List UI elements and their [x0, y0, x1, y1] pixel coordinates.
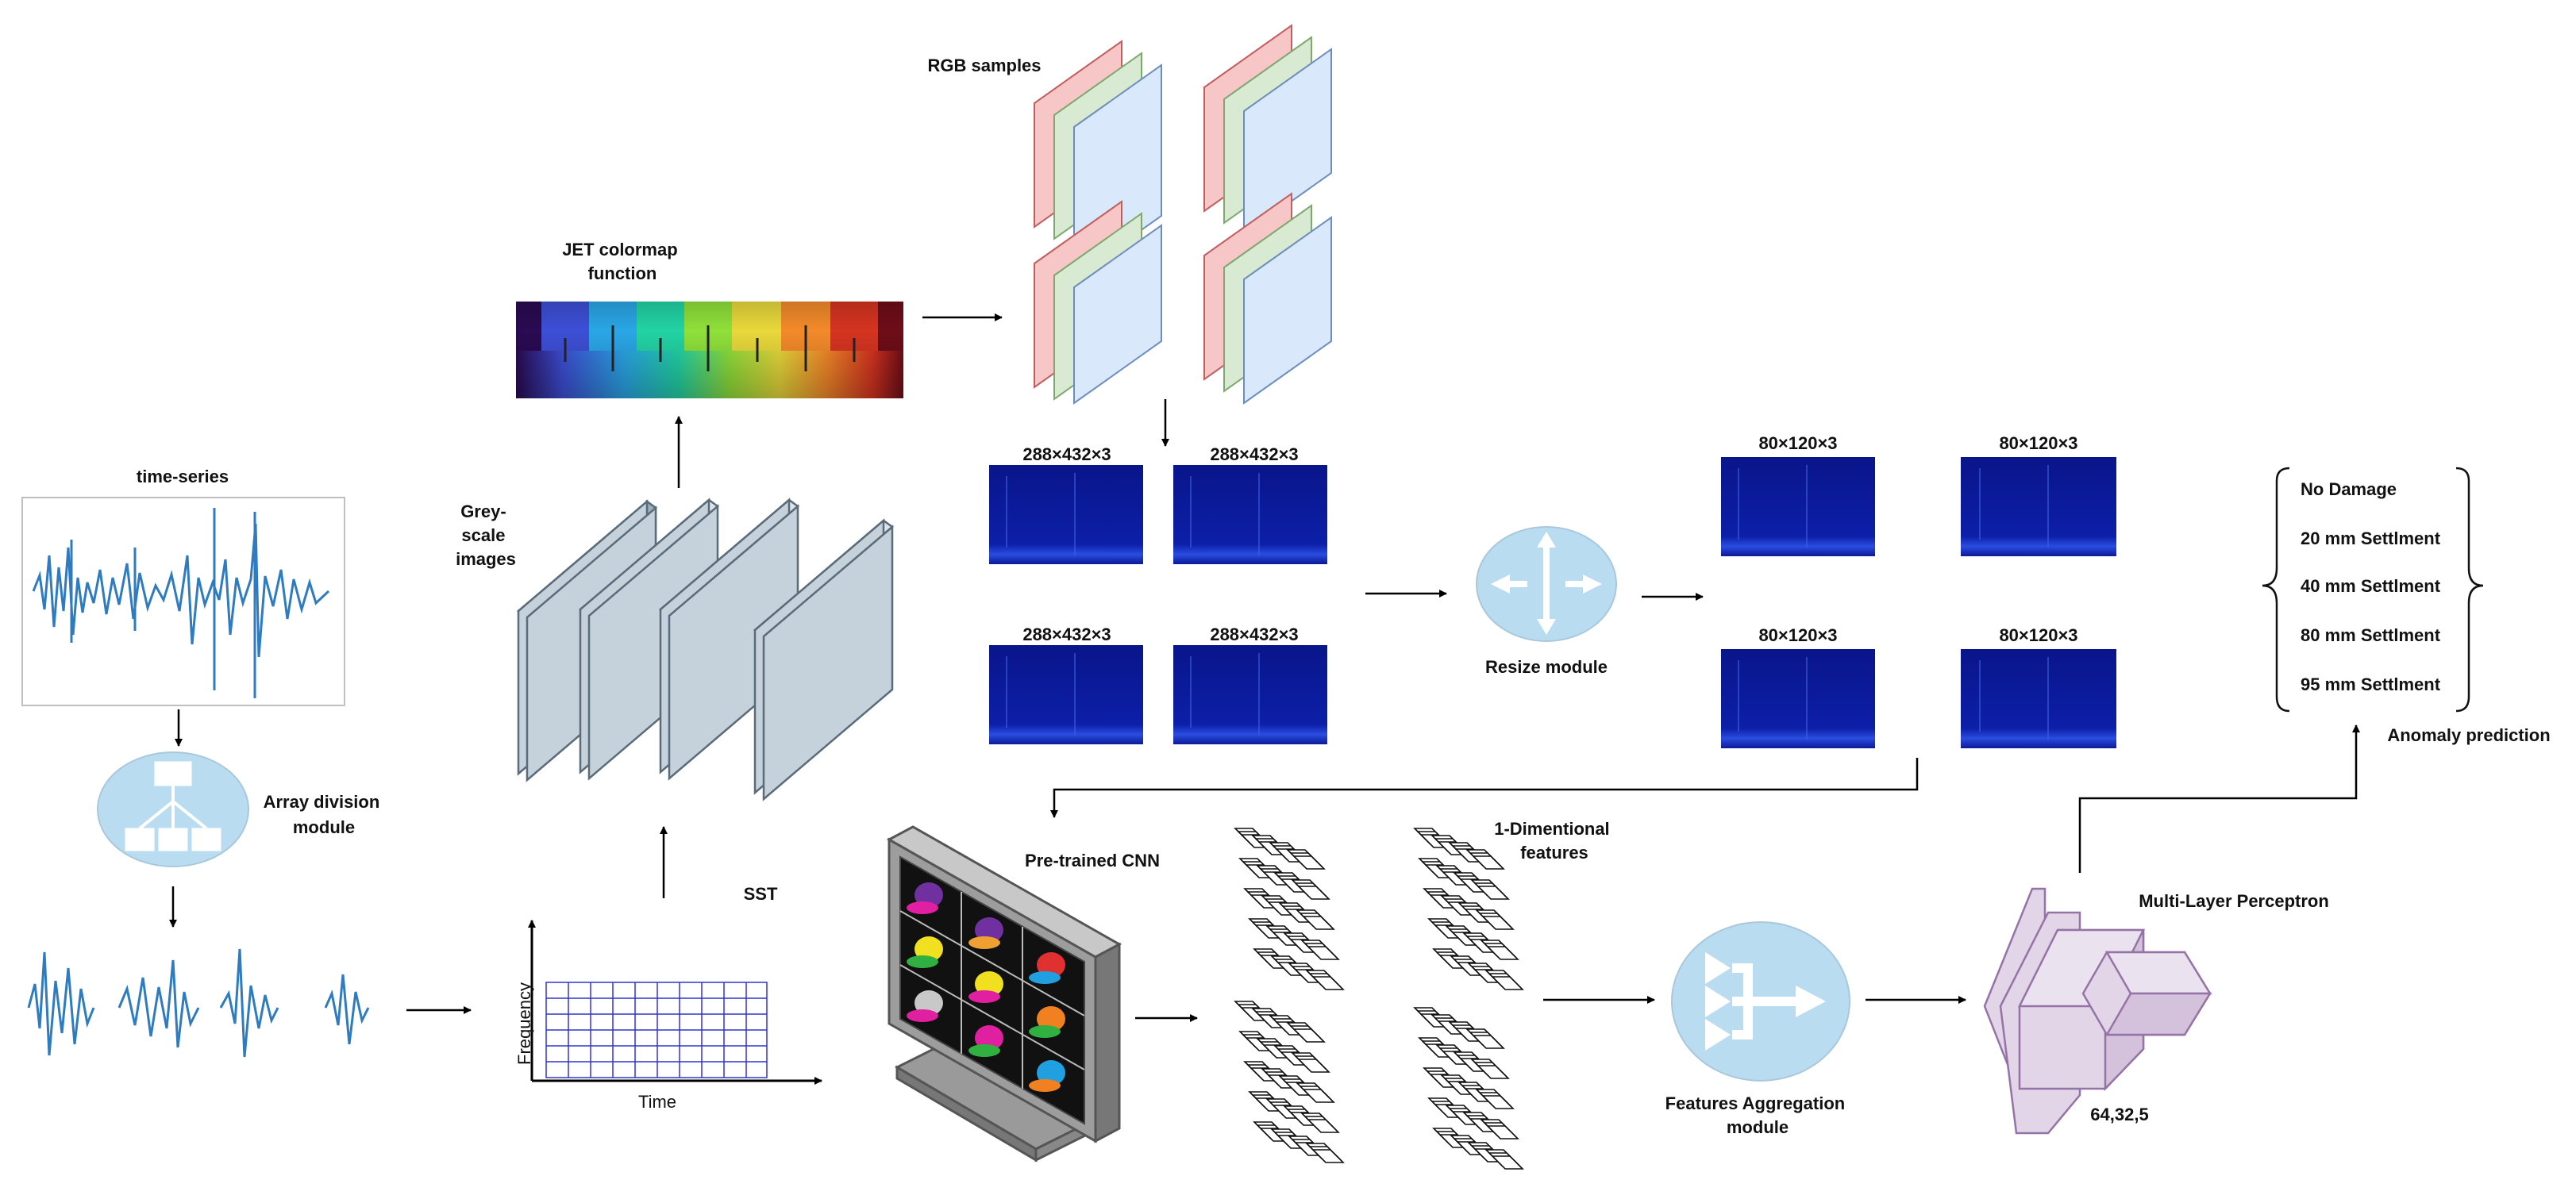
spectrogram-size-label: 80×120×3 [1758, 433, 1837, 453]
jet-colormap-label: JET colormap function [562, 240, 683, 283]
resize-icon [1491, 532, 1602, 635]
split-signals [27, 948, 370, 1058]
feature-sheet [1311, 1149, 1345, 1163]
mlp-label: Multi-Layer Perceptron [2139, 891, 2329, 911]
feature-sheet [1302, 916, 1335, 930]
feature-sheet [1297, 1059, 1330, 1073]
feature-sheet [1481, 916, 1515, 930]
feature-sheet [1491, 1155, 1524, 1170]
hierarchy-icon [125, 761, 221, 851]
feature-sheet [1486, 946, 1519, 960]
feature-sheet [1477, 886, 1510, 900]
feature-sheet [1302, 1089, 1335, 1103]
feature-sheet [1311, 976, 1345, 990]
spectrogram-size-label: 80×120×3 [1999, 433, 2077, 453]
feature-sheet [1292, 855, 1326, 870]
spectrogram-size-label: 288×432×3 [1022, 624, 1111, 644]
pretrained-cnn-label: Pre-trained CNN [1025, 851, 1160, 870]
spectrogram [1721, 457, 1875, 556]
spectrogram [1961, 457, 2116, 556]
class-item: 95 mm Settlment [2301, 674, 2441, 694]
spectrogram [1721, 649, 1875, 748]
jet-colormap-bar [516, 302, 903, 398]
feature-sheet [1297, 886, 1330, 900]
spectrogram-size-label: 288×432×3 [1210, 624, 1298, 644]
spectrogram-size-label: 80×120×3 [1999, 625, 2077, 645]
large-spectrograms: 288×432×3 288×432×3 288×432×3 288×432×3 [989, 444, 1327, 744]
class-list: No Damage 20 mm Settlment 40 mm Settlmen… [2301, 479, 2441, 694]
grey-scale-images [516, 498, 895, 801]
resize-module-label: Resize module [1485, 657, 1608, 677]
spectrogram [989, 465, 1143, 564]
feature-sheet [1307, 1119, 1340, 1133]
spectrogram-size-label: 288×432×3 [1022, 444, 1111, 464]
rgb-sample-stacks [1034, 24, 1332, 405]
grey-scale-label: Grey- scale images [456, 502, 516, 569]
spectrogram [989, 645, 1143, 744]
left-brace [2262, 467, 2290, 713]
frequency-axis-label: Frequency [514, 982, 534, 1065]
small-spectrograms: 80×120×3 80×120×3 80×120×3 80×120×3 [1721, 433, 2116, 748]
feature-sheet [1486, 1125, 1519, 1139]
sst-grid [545, 982, 768, 1078]
right-brace [2455, 467, 2484, 713]
spectrogram-size-label: 288×432×3 [1210, 444, 1298, 464]
feature-sheet [1472, 855, 1505, 870]
spectrogram [1173, 645, 1327, 744]
feature-sheet [1477, 1065, 1510, 1079]
pretrained-cnn-monitor [886, 825, 1122, 1162]
one-d-features-label: 1-Dimentional features [1494, 819, 1615, 863]
feature-clusters [1234, 828, 1524, 1170]
spectrogram [1173, 465, 1327, 564]
feature-sheet [1307, 946, 1340, 960]
feature-sheet [1472, 1035, 1505, 1049]
sst-label: SST [744, 884, 778, 904]
mlp-block [1983, 887, 2212, 1135]
feature-sheet [1481, 1095, 1515, 1109]
mlp-layers-label: 64,32,5 [2090, 1105, 2148, 1124]
class-item: 80 mm Settlment [2301, 625, 2441, 645]
spectrogram [1961, 649, 2116, 748]
feature-sheet [1491, 976, 1524, 990]
array-division-label: Array division module [264, 792, 385, 837]
class-item: No Damage [2301, 479, 2397, 499]
time-series-label: time-series [137, 467, 229, 486]
aggregation-icon [1705, 952, 1826, 1051]
feature-sheet [1292, 1028, 1326, 1043]
spectrogram-size-label: 80×120×3 [1758, 625, 1837, 645]
rgb-samples-label: RGB samples [927, 56, 1041, 75]
time-axis-label: Time [638, 1092, 676, 1112]
class-item: 20 mm Settlment [2301, 528, 2441, 548]
features-aggregation-label: Features Aggregation module [1665, 1093, 1850, 1137]
anomaly-prediction-label: Anomaly prediction [2387, 725, 2550, 745]
class-item: 40 mm Settlment [2301, 576, 2441, 596]
